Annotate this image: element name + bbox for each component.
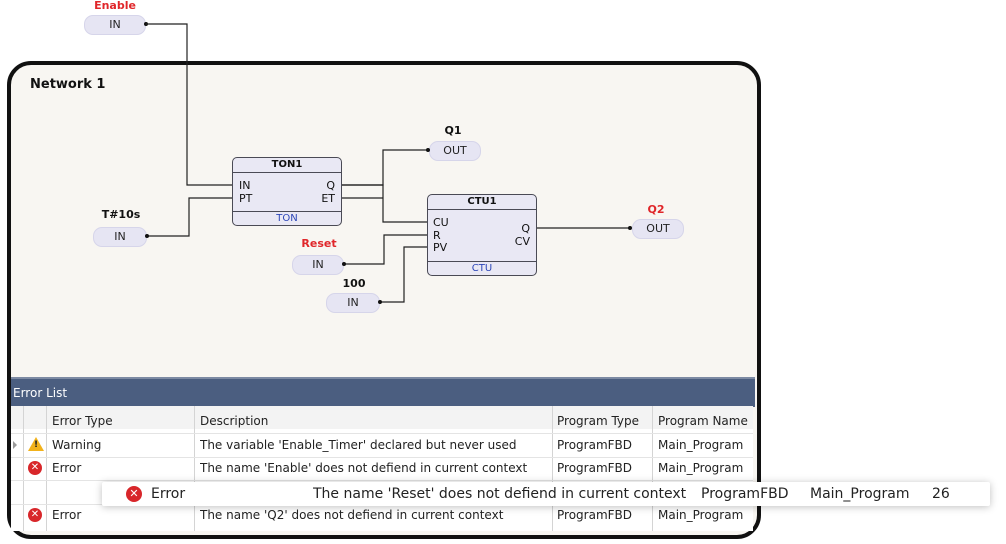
- ctu1-title: CTU1: [428, 195, 536, 210]
- highlighted-row-type[interactable]: Error: [151, 486, 186, 502]
- ctu1-port-r[interactable]: R: [433, 229, 441, 242]
- table-row-2-description[interactable]: The name 'Enable' does not defiend in cu…: [200, 461, 528, 475]
- col-divider: [194, 406, 195, 531]
- col-divider: [652, 406, 653, 531]
- preset-time-connector-dot: [145, 234, 149, 238]
- row-divider: [11, 433, 753, 434]
- q2-connector-dot: [628, 226, 632, 230]
- reset-connector-dot: [342, 262, 346, 266]
- ctu1-port-cv[interactable]: CV: [514, 235, 530, 248]
- error-icon: ✕: [28, 461, 42, 475]
- ton1-type: TON: [233, 211, 341, 225]
- q2-output-pill[interactable]: OUT: [632, 219, 684, 239]
- preset-time-input-pill[interactable]: IN: [93, 227, 147, 247]
- table-row-2-program-name[interactable]: Main_Program: [658, 461, 744, 475]
- warning-mark: !: [34, 440, 39, 450]
- preset-value-var-name: 100: [342, 277, 366, 290]
- preset-time-var-name: T#10s: [101, 208, 141, 221]
- error-list-title: Error List: [11, 377, 755, 407]
- table-row-4-program-name[interactable]: Main_Program: [658, 508, 744, 522]
- col-divider: [23, 406, 24, 531]
- highlighted-row-program-name[interactable]: Main_Program: [810, 486, 910, 502]
- wire-pv-ctu: [380, 246, 428, 303]
- q1-output-pill[interactable]: OUT: [429, 141, 481, 161]
- col-divider: [46, 406, 47, 531]
- col-header-program-type[interactable]: Program Type: [557, 414, 640, 428]
- ton1-port-et[interactable]: ET: [321, 192, 335, 205]
- row-selector-arrow: [13, 441, 17, 449]
- warning-icon: [28, 437, 44, 451]
- table-row-1-program-type[interactable]: ProgramFBD: [557, 438, 633, 452]
- table-row-1-description[interactable]: The variable 'Enable_Timer' declared but…: [200, 438, 517, 452]
- ctu1-block[interactable]: CTU1 CU R PV Q CV CTU: [427, 194, 537, 276]
- table-row-4-description[interactable]: The name 'Q2' does not defiend in curren…: [200, 508, 504, 522]
- q1-connector-dot: [426, 148, 430, 152]
- error-list-table: Error Type Description Program Type Prog…: [11, 406, 753, 531]
- col-header-description[interactable]: Description: [200, 414, 269, 428]
- row-divider: [11, 457, 753, 458]
- table-row-1-program-name[interactable]: Main_Program: [658, 438, 744, 452]
- ton1-port-in[interactable]: IN: [239, 179, 251, 192]
- ton1-block[interactable]: TON1 IN PT Q ET TON: [232, 157, 342, 226]
- row-divider: [11, 480, 753, 481]
- highlighted-row-program-type[interactable]: ProgramFBD: [701, 486, 789, 502]
- table-row-1-type[interactable]: Warning: [52, 438, 102, 452]
- wire-reset-ctu-r: [343, 234, 428, 265]
- ctu1-port-q[interactable]: Q: [521, 222, 530, 235]
- enable-input-pill[interactable]: IN: [84, 15, 146, 35]
- highlighted-row-line[interactable]: 26: [932, 486, 950, 502]
- table-row-2-program-type[interactable]: ProgramFBD: [557, 461, 633, 475]
- ctu1-type: CTU: [428, 261, 536, 275]
- col-header-spacer: [11, 406, 753, 429]
- error-icon: ✕: [28, 508, 42, 522]
- reset-input-pill[interactable]: IN: [292, 255, 344, 275]
- ton1-port-q[interactable]: Q: [326, 179, 335, 192]
- col-header-error-type[interactable]: Error Type: [52, 414, 113, 428]
- preset-value-input-pill[interactable]: IN: [326, 293, 380, 313]
- ctu1-port-pv[interactable]: PV: [433, 241, 448, 254]
- wire-ton-q-q1: [342, 149, 427, 186]
- network-title: Network 1: [30, 77, 106, 92]
- table-row-4-program-type[interactable]: ProgramFBD: [557, 508, 633, 522]
- preset-value-connector-dot: [378, 300, 382, 304]
- ton1-title: TON1: [233, 158, 341, 173]
- enable-var-name: Enable: [94, 0, 136, 12]
- col-header-program-name[interactable]: Program Name: [658, 414, 748, 428]
- table-row-4-type[interactable]: Error: [52, 508, 82, 522]
- highlighted-row-description[interactable]: The name 'Reset' does not defiend in cur…: [313, 486, 687, 502]
- wire-enable-ton-in: [146, 23, 233, 186]
- ctu1-port-cu[interactable]: CU: [433, 216, 449, 229]
- wire-ton-q-cu: [342, 184, 428, 223]
- col-divider: [552, 406, 553, 531]
- table-row-2-type[interactable]: Error: [52, 461, 82, 475]
- ton1-port-pt[interactable]: PT: [239, 192, 253, 205]
- wire-pt-ton: [147, 197, 233, 237]
- highlighted-error-row[interactable]: ✕ Error The name 'Reset' does not defien…: [102, 482, 990, 506]
- reset-var-name: Reset: [301, 237, 337, 250]
- error-icon: ✕: [126, 486, 142, 502]
- q2-var-name: Q2: [647, 203, 665, 216]
- q1-var-name: Q1: [444, 124, 462, 137]
